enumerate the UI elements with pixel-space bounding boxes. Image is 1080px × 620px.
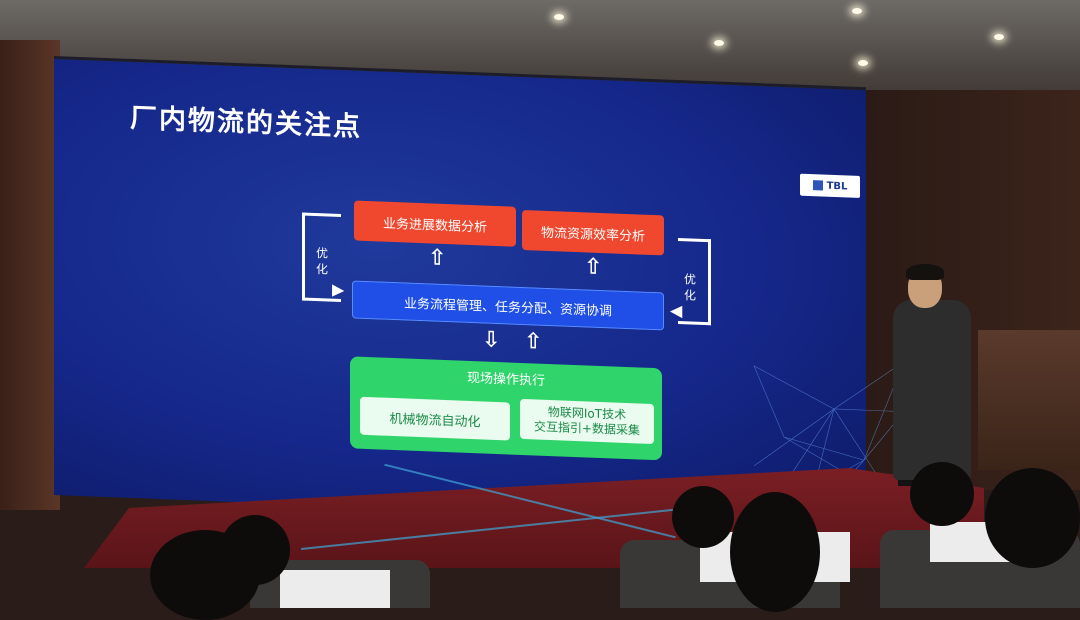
- up-arrow-icon: ⇧: [524, 329, 543, 355]
- audience-head: [672, 486, 734, 548]
- left-arrow-icon: ◀: [670, 300, 683, 321]
- box-label: 业务流程管理、任务分配、资源协调: [403, 295, 612, 319]
- box-header: 现场操作执行: [466, 370, 545, 389]
- up-arrow-icon: ⇧: [428, 245, 447, 272]
- mechanical-automation-box: 机械物流自动化: [360, 396, 510, 441]
- left-wall: [0, 40, 60, 510]
- logo-text: TBL: [826, 180, 848, 192]
- ceiling-light: [852, 8, 862, 14]
- box-label: 机械物流自动化: [389, 411, 481, 430]
- audience-head: [730, 492, 820, 612]
- up-arrow-icon: ⇧: [584, 254, 603, 281]
- process-management-box: 业务流程管理、任务分配、资源协调: [352, 280, 664, 331]
- projection-screen: 厂内物流的关注点 TBL 业务进展数据分析 物流资源效率分析 ⇧ ⇧ 业务流程管…: [54, 56, 905, 529]
- audience-head: [910, 462, 974, 526]
- seat-cover: [280, 570, 390, 608]
- company-logo: TBL: [800, 173, 860, 198]
- audience-head: [220, 515, 290, 585]
- down-arrow-icon: ⇩: [482, 327, 501, 354]
- logo-mark-icon: [812, 180, 823, 191]
- box-label-line2: 交互指引+数据采集: [533, 419, 641, 438]
- iot-technology-box: 物联网IoT技术 交互指引+数据采集: [520, 398, 654, 445]
- right-optimize-label: 优化: [684, 272, 697, 303]
- box-label: 业务进展数据分析: [382, 216, 487, 236]
- business-progress-analysis-box: 业务进展数据分析: [354, 200, 516, 247]
- resource-efficiency-analysis-box: 物流资源效率分析: [522, 209, 664, 256]
- slide-title: 厂内物流的关注点: [130, 102, 362, 143]
- ceiling-light: [714, 40, 724, 46]
- speaker-hair: [906, 264, 944, 280]
- ceiling-light: [994, 34, 1004, 40]
- left-optimize-label: 优化: [316, 246, 329, 277]
- right-arrow-icon: ▶: [332, 279, 345, 300]
- ceiling-light: [858, 60, 868, 66]
- podium: [978, 330, 1080, 470]
- ceiling-light: [554, 14, 564, 20]
- audience-head: [985, 468, 1080, 568]
- speaker: [893, 300, 971, 480]
- box-label: 物流资源效率分析: [540, 225, 645, 245]
